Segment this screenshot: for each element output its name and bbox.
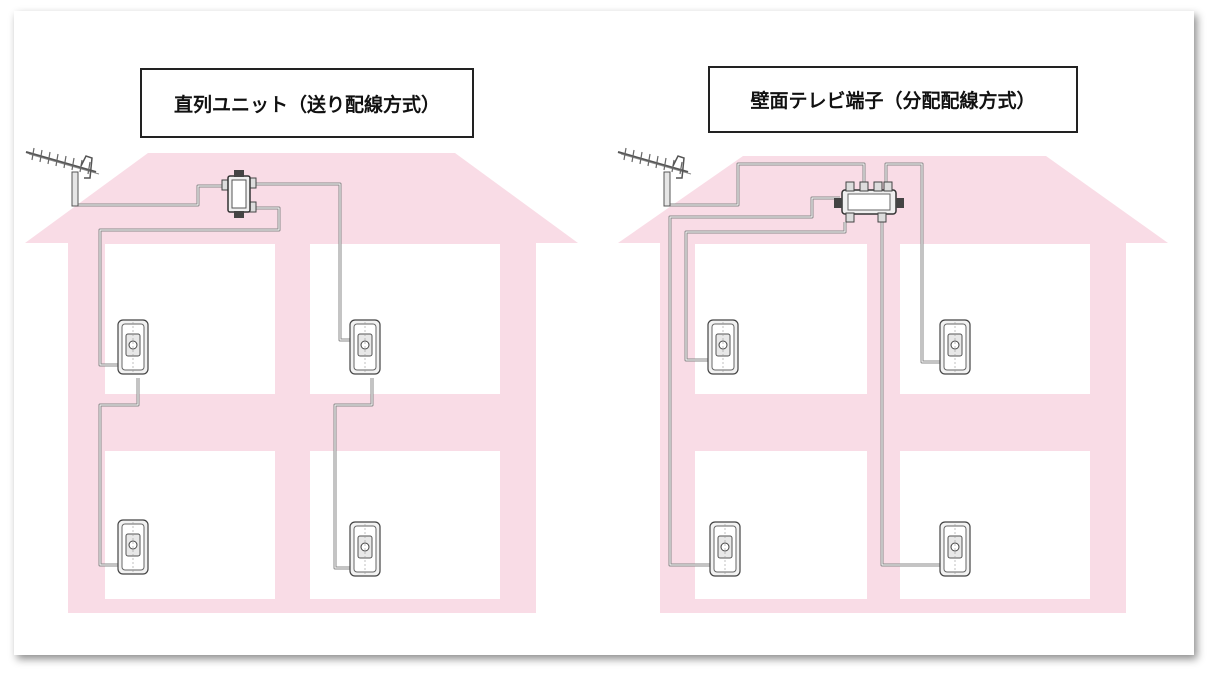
room-upper-right bbox=[900, 244, 1090, 394]
antenna-icon bbox=[617, 147, 692, 207]
right-house bbox=[618, 156, 1168, 613]
wall-outlet-icon bbox=[709, 521, 741, 577]
wall-outlet-icon bbox=[349, 521, 381, 577]
wall-outlet-icon bbox=[117, 519, 149, 575]
wall-outlet-icon bbox=[939, 521, 971, 577]
wall-outlet-icon bbox=[939, 319, 971, 375]
distributor-icon bbox=[834, 181, 904, 223]
room-upper-right bbox=[310, 244, 500, 394]
room-lower-right bbox=[310, 451, 500, 599]
serial-unit-icon bbox=[221, 170, 257, 218]
wall-outlet-icon bbox=[707, 319, 739, 375]
wall-outlet-icon bbox=[117, 319, 149, 375]
wall-outlet-icon bbox=[349, 319, 381, 375]
room-lower-right bbox=[900, 451, 1090, 599]
right-panel-title: 壁面テレビ端子（分配配線方式） bbox=[708, 66, 1078, 133]
left-house bbox=[25, 153, 578, 613]
left-panel-title: 直列ユニット（送り配線方式） bbox=[140, 68, 474, 138]
